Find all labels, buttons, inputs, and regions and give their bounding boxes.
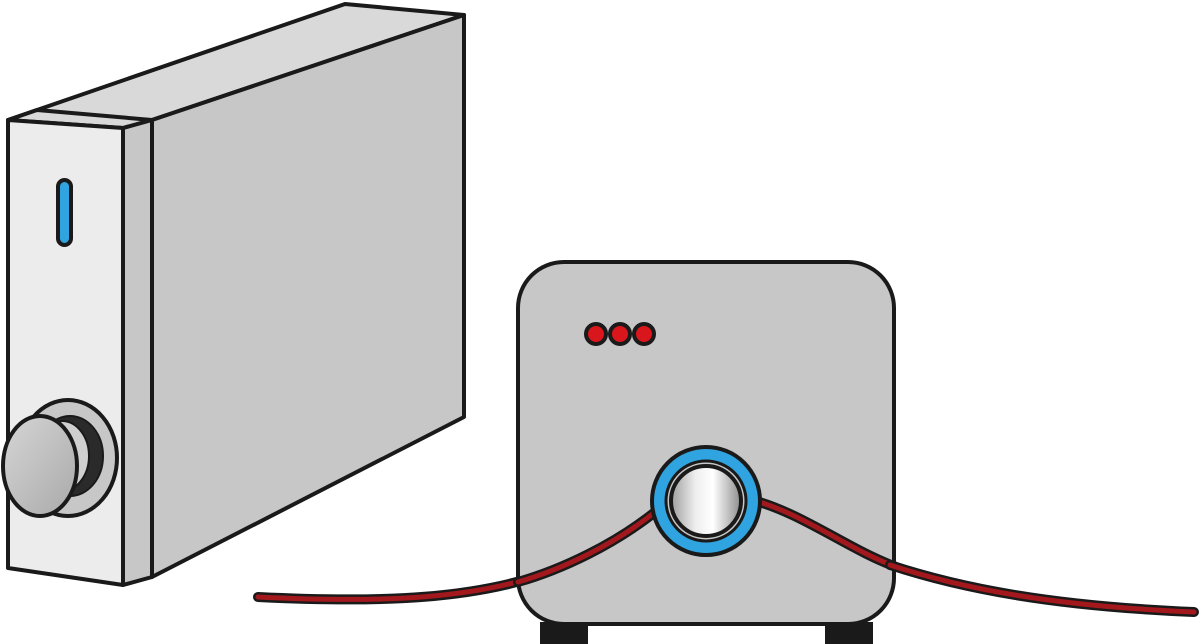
right-foot (825, 622, 873, 644)
left-tower-bevel (121, 118, 154, 587)
left-foot (540, 622, 588, 644)
right-box-body (516, 260, 896, 626)
knob-icon[interactable] (1, 398, 119, 518)
red-led-icon (584, 322, 608, 346)
red-cable-front-segment (513, 495, 899, 587)
right-box-device (513, 260, 899, 644)
red-led-icon (632, 322, 656, 346)
red-cable-right-segment (885, 560, 1199, 617)
red-led-icon (608, 322, 632, 346)
blue-indicator-icon (56, 178, 73, 247)
left-tower-device (1, 2, 466, 587)
port-plug-icon[interactable] (650, 445, 762, 557)
